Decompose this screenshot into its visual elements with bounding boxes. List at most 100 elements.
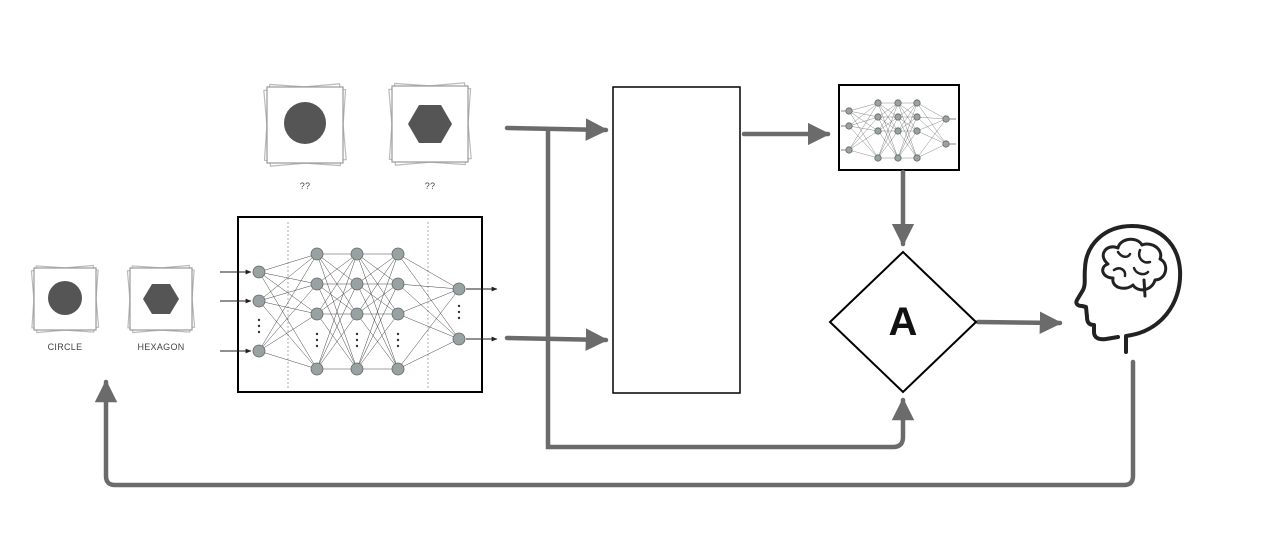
- nn-big-node: [452, 282, 466, 296]
- nn-small-edge: [877, 102, 899, 118]
- nn-small-node: [894, 113, 902, 121]
- nn-big-edge: [258, 350, 318, 370]
- nn-small-edge: [848, 125, 879, 159]
- nn-small-edge: [877, 102, 899, 159]
- nn-big-edge: [258, 271, 318, 315]
- nn-big-node: [310, 362, 324, 376]
- nn-big-edge: [316, 313, 358, 370]
- labeled-card-hexagon: [126, 264, 196, 334]
- nn-big-ellipsis-dot: [396, 338, 400, 342]
- unlabeled-card-hexagon: [388, 82, 472, 166]
- nn-small-node: [942, 115, 950, 123]
- nn-big-node: [310, 277, 324, 291]
- nn-small-edge: [897, 116, 918, 132]
- nn-big-node: [252, 294, 266, 308]
- nn-big-edge: [258, 271, 318, 370]
- nn-big-edge: [356, 283, 399, 370]
- nn-big-node: [310, 247, 324, 261]
- arrow-decision-to-human: [975, 311, 1063, 335]
- nn-small-node: [874, 154, 882, 162]
- nn-big-edge: [316, 253, 358, 285]
- nn-small-node: [913, 154, 921, 162]
- nn-big-edge: [258, 283, 318, 352]
- nn-big-edge: [316, 283, 358, 370]
- nn-big-node: [391, 307, 405, 321]
- nn-big-edge: [258, 271, 318, 285]
- trained-neural-network: [838, 84, 960, 171]
- nn-big-node: [391, 362, 405, 376]
- nn-big-node: [391, 247, 405, 261]
- nn-big-edge: [316, 253, 358, 315]
- unlabeled-circle-label: ??: [300, 181, 311, 191]
- nn-big-edge: [356, 253, 399, 370]
- nn-big-edge: [397, 288, 460, 315]
- nn-small-edge: [916, 130, 947, 145]
- nn-small-node: [913, 99, 921, 107]
- nn-big-edge: [397, 253, 460, 290]
- nn-small-edge: [916, 143, 947, 159]
- nn-small-node: [913, 127, 921, 135]
- nn-big-edge: [258, 253, 318, 302]
- nn-small-node: [845, 146, 853, 154]
- nn-big-node: [350, 307, 364, 321]
- nn-big-edge: [258, 253, 318, 273]
- nn-big-node: [452, 332, 466, 346]
- nn-big-ellipsis-dot: [355, 344, 359, 348]
- nn-big-ellipsis-dot: [315, 344, 319, 348]
- nn-small-node: [894, 127, 902, 135]
- nn-big-node: [350, 362, 364, 376]
- nn-big-edge: [397, 338, 460, 370]
- nn-big-edge: [397, 283, 460, 340]
- nn-small-edge: [848, 102, 879, 151]
- nn-small-node: [894, 99, 902, 107]
- nn-big-edge: [316, 283, 358, 315]
- nn-big-edge: [258, 313, 318, 352]
- nn-small-edge: [877, 116, 899, 132]
- nn-big-node: [310, 307, 324, 321]
- circle-shape-icon: [284, 102, 326, 144]
- nn-small-node: [845, 107, 853, 115]
- nn-big-ellipsis-dot: [396, 344, 400, 348]
- nn-big-edge: [356, 313, 399, 370]
- decision-diamond: A: [828, 250, 978, 394]
- nn-small-edge: [848, 110, 879, 159]
- unlabeled-hexagon-label: ??: [425, 181, 436, 191]
- nn-small-edge: [877, 102, 899, 132]
- nn-big-ellipsis-dot: [257, 318, 261, 322]
- nn-big-edge: [356, 253, 399, 285]
- nn-small-edge: [848, 116, 879, 127]
- nn-big-node: [252, 265, 266, 279]
- decision-label: A: [889, 300, 918, 344]
- nn-small-edge: [916, 118, 947, 159]
- nn-small-node: [845, 122, 853, 130]
- nn-small-node: [874, 99, 882, 107]
- nn-big-edge: [397, 283, 460, 290]
- nn-big-node: [350, 277, 364, 291]
- nn-big-ellipsis-dot: [257, 324, 261, 328]
- nn-small-edge: [897, 102, 918, 159]
- nn-big-ellipsis-dot: [257, 330, 261, 334]
- nn-big-edge: [356, 283, 399, 315]
- labeled-circle-label: CIRCLE: [48, 342, 83, 352]
- nn-big-ellipsis-dot: [457, 304, 461, 308]
- nn-small-edge: [897, 102, 918, 132]
- nn-small-edge: [848, 102, 879, 112]
- nn-small-edge: [916, 116, 947, 145]
- nn-small-edge: [897, 102, 918, 118]
- nn-small-node: [874, 113, 882, 121]
- nn-small-edge: [916, 102, 947, 145]
- nn-big-edge: [397, 313, 460, 340]
- nn-small-edge: [848, 116, 879, 151]
- processing-block: [612, 86, 741, 394]
- arrow-unlabeled-to-block: [504, 118, 609, 141]
- nn-big-edge: [258, 253, 318, 352]
- nn-small-edge: [916, 102, 947, 120]
- nn-small-edge: [877, 130, 899, 159]
- nn-small-edge: [877, 116, 899, 159]
- nn-big-edge: [258, 283, 318, 302]
- main-neural-network: [220, 216, 498, 393]
- nn-big-edge: [258, 300, 318, 315]
- nn-big-ellipsis-dot: [396, 332, 400, 336]
- nn-small-edge: [848, 125, 879, 132]
